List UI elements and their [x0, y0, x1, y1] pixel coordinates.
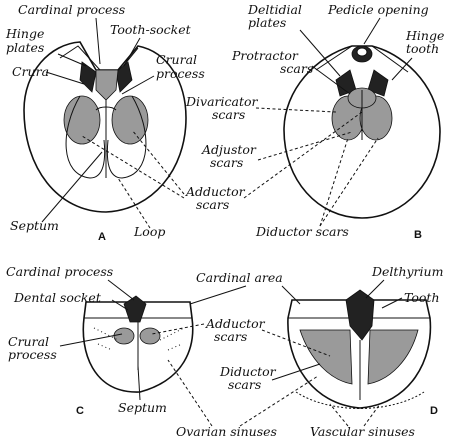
label-loop-a: Loop: [133, 224, 165, 239]
label-tooth-socket-a: Tooth-socket: [110, 22, 192, 37]
panel-d-leaders: [271, 279, 403, 381]
label-dental-socket-c: Dental socket: [13, 290, 102, 305]
panel-b-leaders: [255, 17, 413, 161]
panel-d-shell: [287, 289, 432, 409]
panel-b-letter: B: [414, 229, 422, 241]
panel-b-shell: [283, 45, 441, 219]
label-cardinal-area: Cardinal area: [196, 270, 283, 285]
label-delthyrium-d: Delthyrium: [371, 264, 443, 279]
label-vascular-sinuses: Vascular sinuses: [310, 424, 415, 439]
label-ovarian-sinuses: Ovarian sinuses: [176, 424, 277, 439]
label-cardinal-process-a: Cardinal process: [18, 2, 125, 17]
panel-a-leaders: [41, 17, 155, 229]
label-septum-c: Septum: [118, 400, 167, 415]
panel-c-shell: [82, 295, 194, 393]
label-pedicle-opening-b: Pedicle opening: [327, 2, 429, 17]
panel-d-letter: D: [430, 405, 438, 417]
shared-top-leaders: [81, 111, 379, 227]
label-cardinal-process-c: Cardinal process: [6, 264, 113, 279]
panel-a-shell: [23, 41, 187, 213]
label-crura-a: Crura: [12, 64, 49, 79]
panel-c-leaders: [59, 279, 141, 401]
panel-c-letter: C: [76, 405, 84, 417]
label-tooth-d: Tooth: [404, 290, 440, 305]
shared-bottom-leaders: [151, 285, 381, 427]
label-diductor-scars-top: Diductor scars: [255, 224, 349, 239]
panel-a-letter: A: [98, 231, 106, 243]
label-septum-a: Septum: [10, 218, 59, 233]
